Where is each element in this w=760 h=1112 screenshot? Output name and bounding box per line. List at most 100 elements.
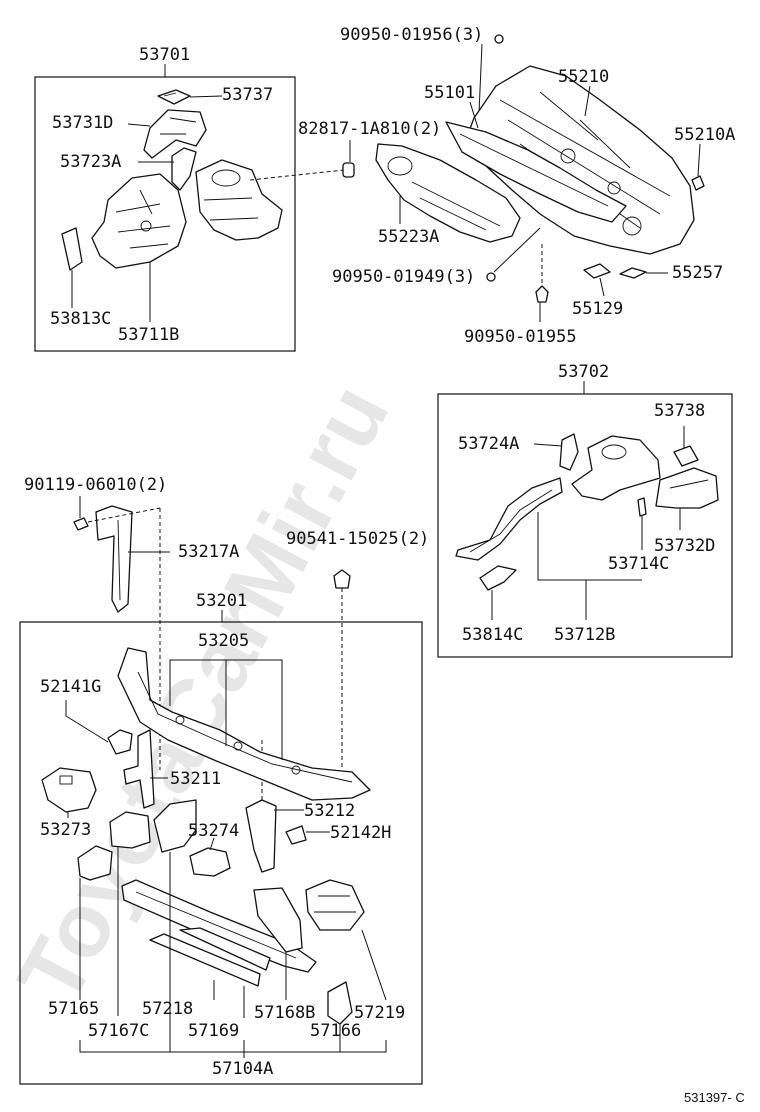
part-53205[interactable] <box>117 647 371 801</box>
leader-57219 <box>361 929 387 1001</box>
drawing-code: 531397- C <box>684 1090 745 1105</box>
group-title-53201[interactable]: 53201 <box>196 591 247 611</box>
label-53205[interactable]: 53205 <box>198 631 249 651</box>
label-57165[interactable]: 57165 <box>48 999 99 1019</box>
part-57165[interactable] <box>77 845 113 881</box>
label-53712B[interactable]: 53712B <box>554 625 615 645</box>
leader-53205 <box>169 659 283 760</box>
part-57169[interactable] <box>149 933 261 987</box>
part-53724A[interactable] <box>559 433 579 471</box>
part-55257[interactable] <box>619 267 647 279</box>
part-53712B[interactable] <box>455 477 563 561</box>
label-53814C[interactable]: 53814C <box>462 625 523 645</box>
part-52142H[interactable] <box>285 825 307 845</box>
label-53212[interactable]: 53212 <box>304 801 355 821</box>
label-53273[interactable]: 53273 <box>40 820 91 840</box>
part-55101[interactable] <box>445 121 627 223</box>
part-53273[interactable] <box>41 767 97 813</box>
leader-55101 <box>469 101 479 129</box>
leader-53737 <box>189 95 223 98</box>
label-53714C[interactable]: 53714C <box>608 554 669 574</box>
fastener-90950-01949[interactable] <box>486 272 496 282</box>
label-90950-01955[interactable]: 90950-01955 <box>464 327 577 347</box>
leader-52141G <box>65 700 109 743</box>
label-57218[interactable]: 57218 <box>142 999 193 1019</box>
part-53731D[interactable] <box>143 109 207 159</box>
part-apron-rh[interactable] <box>571 435 661 501</box>
part-53732D[interactable] <box>655 467 719 509</box>
part-53723A[interactable] <box>171 147 197 191</box>
part-57219[interactable] <box>305 879 365 931</box>
label-90950-01949[interactable]: 90950-01949(3) <box>332 267 475 287</box>
label-53723A[interactable]: 53723A <box>60 152 121 172</box>
part-53217A[interactable] <box>95 505 133 613</box>
part-57218[interactable] <box>179 927 271 971</box>
leader-55129 <box>599 277 605 297</box>
part-53738[interactable] <box>673 445 699 467</box>
label-53738[interactable]: 53738 <box>654 401 705 421</box>
fastener-90950-01956[interactable] <box>494 34 504 44</box>
part-55129[interactable] <box>583 263 611 279</box>
label-53711B[interactable]: 53711B <box>118 325 179 345</box>
label-53274[interactable]: 53274 <box>188 821 239 841</box>
part-53814C[interactable] <box>479 565 517 591</box>
fastener-90541-15025[interactable] <box>333 569 351 589</box>
leader-53731D <box>127 123 151 127</box>
part-53813C[interactable] <box>61 227 83 271</box>
fastener-82817-1A810[interactable] <box>342 162 355 178</box>
part-53711B[interactable] <box>91 173 187 269</box>
part-53714C[interactable] <box>637 497 647 517</box>
label-52142H[interactable]: 52142H <box>330 823 391 843</box>
dash-leader-53217A <box>87 507 161 523</box>
label-57104A[interactable]: 57104A <box>212 1059 273 1079</box>
label-55210A[interactable]: 55210A <box>674 125 735 145</box>
part-52141G[interactable] <box>107 729 133 755</box>
group-title-53701[interactable]: 53701 <box>139 45 190 65</box>
part-radiator-support-side[interactable] <box>153 799 197 853</box>
label-53724A[interactable]: 53724A <box>458 434 519 454</box>
part-53212[interactable] <box>245 799 277 873</box>
fastener-90119-06010[interactable] <box>73 517 89 531</box>
label-55210[interactable]: 55210 <box>558 67 609 87</box>
label-53731D[interactable]: 53731D <box>52 113 113 133</box>
label-90950-01956[interactable]: 90950-01956(3) <box>340 25 483 45</box>
part-apron-upper[interactable] <box>195 159 283 241</box>
label-53737[interactable]: 53737 <box>222 85 273 105</box>
label-53211[interactable]: 53211 <box>170 769 221 789</box>
dash-leader-82817 <box>249 169 345 181</box>
label-57167C[interactable]: 57167C <box>88 1021 149 1041</box>
leader-53714C-bracket <box>537 512 642 581</box>
part-53274[interactable] <box>189 847 231 877</box>
fastener-55210A[interactable] <box>691 175 705 191</box>
label-82817-1A810[interactable]: 82817-1A810(2) <box>298 119 441 139</box>
leader-55210A <box>697 143 701 177</box>
part-55223A[interactable] <box>375 143 521 243</box>
part-57168B[interactable] <box>253 887 303 953</box>
fastener-90950-01955[interactable] <box>535 285 549 303</box>
group-box-53702 <box>437 393 733 658</box>
label-53813C[interactable]: 53813C <box>50 309 111 329</box>
label-53732D[interactable]: 53732D <box>654 536 715 556</box>
label-55101[interactable]: 55101 <box>424 83 475 103</box>
group-box-53201 <box>19 621 423 1085</box>
leader-53274 <box>209 837 215 851</box>
group-title-53702[interactable]: 53702 <box>558 362 609 382</box>
label-90119-06010[interactable]: 90119-06010(2) <box>24 475 167 495</box>
label-57219[interactable]: 57219 <box>354 1003 405 1023</box>
label-55223A[interactable]: 55223A <box>378 227 439 247</box>
label-52141G[interactable]: 52141G <box>40 677 101 697</box>
bracket-57104A <box>79 1040 387 1053</box>
part-53211[interactable] <box>123 729 155 809</box>
label-57169[interactable]: 57169 <box>188 1021 239 1041</box>
label-90541-15025[interactable]: 90541-15025(2) <box>286 529 429 549</box>
label-53217A[interactable]: 53217A <box>178 542 239 562</box>
leader-90950-01949 <box>493 227 541 273</box>
label-57166[interactable]: 57166 <box>310 1021 361 1041</box>
part-57167C[interactable] <box>109 811 151 849</box>
label-57168B[interactable]: 57168B <box>254 1003 315 1023</box>
label-55129[interactable]: 55129 <box>572 299 623 319</box>
part-57166[interactable] <box>327 981 353 1025</box>
label-55257[interactable]: 55257 <box>672 263 723 283</box>
part-53737[interactable] <box>157 89 191 105</box>
